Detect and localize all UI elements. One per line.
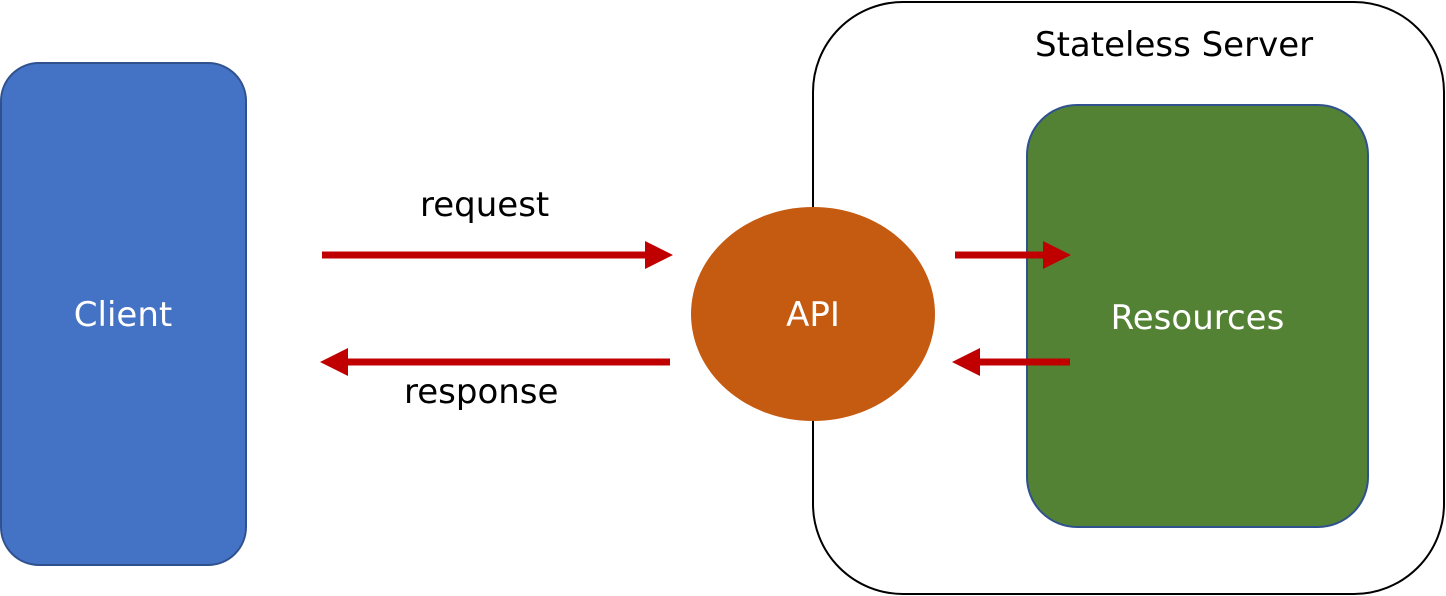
response-label: response (404, 372, 559, 412)
response-arrow (320, 348, 670, 376)
resources-label: Resources (1110, 298, 1285, 338)
api-label: API (786, 295, 840, 335)
client-box (0, 62, 247, 566)
client-label: Client (73, 295, 173, 335)
api-to-resources-arrow (955, 241, 1071, 269)
server-title: Stateless Server (1035, 25, 1314, 65)
api-node (691, 207, 935, 421)
resources-box (1026, 104, 1369, 528)
request-arrow (322, 241, 673, 269)
request-label: request (420, 185, 550, 225)
resources-to-api-arrow (952, 348, 1070, 376)
